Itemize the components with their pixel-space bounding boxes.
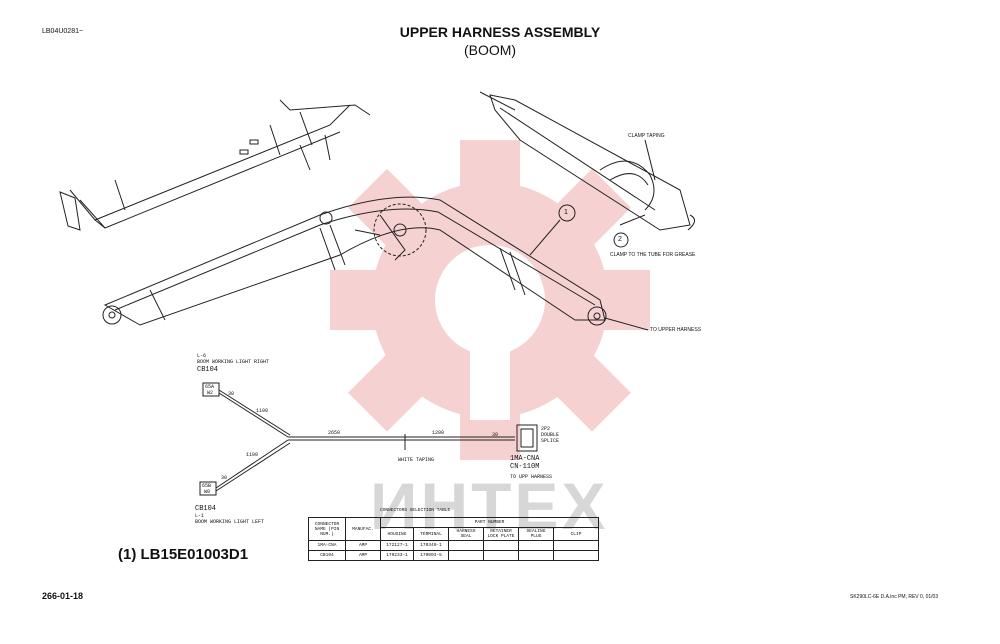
harness-top-tag-2: W2 [207,390,214,396]
page-subtitle: (BOOM) [463,42,517,58]
harness-bottom-tag-1: 65B [202,483,212,489]
callout-2-label: 2 [618,236,622,243]
col-part-number: PART NUMBER [380,517,599,528]
callout-2-circle [613,232,629,248]
col-connector: CONNECTOR NAME (PIN NUM.) [308,517,346,541]
connectors-table: CONNECTOR NAME (PIN NUM.) MANUFAC. PART … [308,517,599,561]
dim-f: 1200 [432,430,445,436]
col-manufac: MANUFAC. [345,517,381,541]
page-number: 266-01-18 [42,591,84,601]
footer-reference: SK290LC-6E D.A.inc PM, REV 0, 01/03 [850,594,939,600]
boom-top-view [59,99,371,231]
splice-label-3: SPLICE [541,438,560,444]
col-clip: CLIP [553,527,599,541]
right-connector-code: CN-110M [510,463,540,471]
doc-id: LB04U0281~ [42,28,84,35]
callout-1-label: 1 [564,209,568,216]
dim-c: 1100 [246,452,259,458]
clamp-taping-note: CLAMP TAPING [628,133,665,139]
detail-view-upper-right [479,91,695,231]
right-connector: 1MA-CNA [510,455,540,463]
harness-bottom-desc: BOOM WORKING LIGHT LEFT [195,519,265,525]
col-terminal: TERMINAL [413,527,449,541]
col-sealing-plug: SEALING PLUG [518,527,554,541]
splice-label-1: 2P2 [541,426,551,432]
white-taping-note: WHITE TAPING [398,457,435,463]
clamp-tube-note: CLAMP TO THE TUBE FOR GREASE [610,252,696,258]
callout-1-circle [558,204,576,222]
dim-b: 1100 [256,408,269,414]
detail-circle [373,203,427,257]
dim-a: 30 [228,391,235,397]
dim-e: 2650 [328,430,341,436]
table-caption: CONNECTORS SELECTION TABLE [380,508,451,513]
right-connector-dest: TO UPP HARNESS [510,474,553,480]
harness-top-desc: BOOM WORKING LIGHT RIGHT [197,359,270,365]
watermark-gear-icon [330,140,650,460]
table-row: CB104 AMP 170233-1 170003-5 [308,550,599,561]
page-title: UPPER HARNESS ASSEMBLY [399,24,601,40]
harness-bottom-connector: CB104 [195,505,217,513]
boom-side-view [102,196,607,326]
to-upper-harness-note: TO UPPER HARNESS [650,327,702,333]
col-housing: HOUSING [380,527,414,541]
harness-top-tag-1: 65A [205,384,215,390]
splice-label-2: DOUBLE [541,432,560,438]
dim-d: 30 [221,475,228,481]
harness-bottom-tag-2: W0 [204,489,211,495]
harness-top-code: L-6 [197,353,207,359]
table-row: 1MA-CNA AMP 172127-1 170340-1 [308,540,599,551]
harness-top-connector: CB104 [197,366,219,374]
col-retainer: RETAINER LOCK PLATE [483,527,519,541]
harness-bottom-code: L-1 [195,513,205,519]
dim-g: 30 [492,432,499,438]
harness-schematic [199,382,538,496]
part-number-label: (1) LB15E01003D1 [118,546,249,563]
col-harness-seal: HARNESS SEAL [448,527,484,541]
